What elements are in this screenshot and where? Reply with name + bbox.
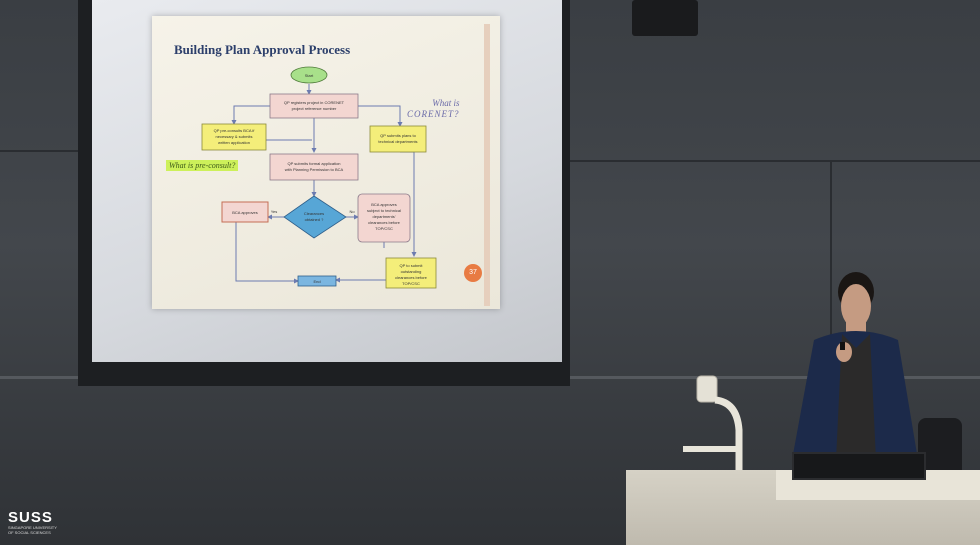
bca-approves-box: BCA approves [221, 201, 269, 223]
svg-text:outstanding: outstanding [401, 269, 422, 274]
svg-text:TOP/CSC: TOP/CSC [375, 226, 393, 231]
end-label: End [313, 279, 320, 284]
lectern-monitor [792, 452, 926, 480]
svg-text:QP registers project in CORENE: QP registers project in CORENET [284, 100, 345, 105]
preconsult-box: QP pre-consults BCA if necessary & submi… [201, 123, 267, 151]
wall-seam [570, 160, 980, 162]
svg-text:subject to technical: subject to technical [367, 208, 401, 213]
svg-text:departments': departments' [373, 214, 396, 219]
svg-text:necessary & submits: necessary & submits [216, 134, 253, 139]
svg-text:obtained ?: obtained ? [305, 217, 324, 222]
svg-text:TOP/CSC: TOP/CSC [402, 281, 420, 286]
preconsult-note: What is pre-consult? [166, 160, 239, 171]
tech-dept-box: QP submits plans to technical department… [369, 125, 427, 153]
svg-text:clearances before: clearances before [368, 220, 401, 225]
wall-seam [0, 150, 80, 152]
svg-text:clearances before: clearances before [395, 275, 428, 280]
slide: Building Plan Approval Process Start [152, 16, 500, 309]
svg-text:QP to submit: QP to submit [399, 263, 423, 268]
yes-label: Yes [271, 209, 278, 214]
flowchart: Start QP registers project in CORENET pr… [201, 66, 437, 289]
clearance-decision: Clearances obtained ? [283, 195, 347, 239]
svg-text:Clearances: Clearances [304, 211, 324, 216]
corenet-note: What is CORENET? [407, 98, 460, 119]
no-label: No [349, 209, 355, 214]
register-box: QP registers project in CORENET project … [269, 93, 359, 119]
end-node: End [297, 275, 337, 287]
slide-title: Building Plan Approval Process [174, 42, 351, 57]
qp-outstanding-box: QP to submit outstanding clearances befo… [385, 257, 437, 289]
slide-number-badge: 37 [464, 264, 482, 282]
svg-text:technical departments: technical departments [378, 139, 417, 144]
start-label: Start [305, 73, 314, 78]
ceiling-speaker [632, 0, 698, 36]
svg-text:QP submits formal application: QP submits formal application [287, 161, 340, 166]
slide-side-strip [484, 24, 490, 306]
wall-seam [830, 160, 832, 390]
svg-text:with Planning Permission to BC: with Planning Permission to BCA [285, 167, 344, 172]
speaker-person [792, 272, 918, 460]
formal-application-box: QP submits formal application with Plann… [269, 153, 359, 181]
bca-conditional-box: BCA approves subject to technical depart… [357, 193, 411, 243]
start-node: Start [290, 66, 328, 84]
suss-logo: SUSS SINGAPORE UNIVERSITY OF SOCIAL SCIE… [8, 509, 57, 535]
svg-text:QP submits plans to: QP submits plans to [380, 133, 416, 138]
svg-text:QP pre-consults BCA if: QP pre-consults BCA if [214, 128, 256, 133]
svg-text:written application: written application [218, 140, 250, 145]
svg-text:BCA approves: BCA approves [232, 210, 258, 215]
svg-text:project reference number: project reference number [292, 106, 337, 111]
svg-text:BCA approves: BCA approves [371, 202, 397, 207]
